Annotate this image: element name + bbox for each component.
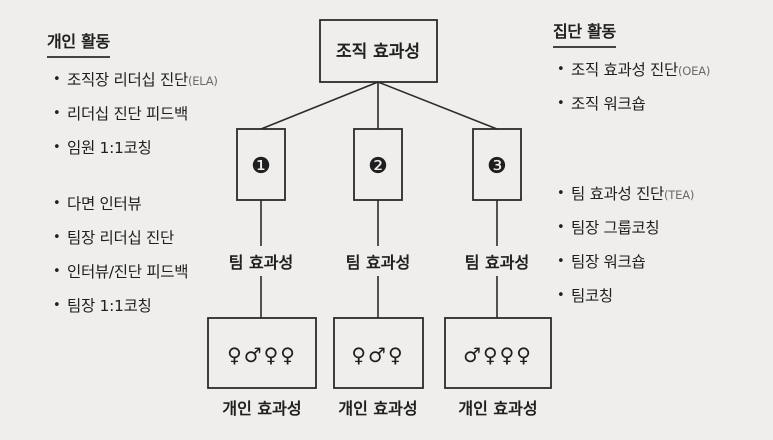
list-item: 팀코칭 [557,286,753,320]
list-item: 팀장 워크숍 [557,252,753,286]
list-item: 다면 인터뷰 [53,194,222,228]
individual-activities-list-1: 조직장 리더십 진단(ELA) 리더십 진단 피드백 임원 1:1코칭 [53,70,222,172]
team3-effectiveness-label: 팀 효과성 [465,253,529,272]
team1-box [236,128,286,201]
list-item: 팀 효과성 진단(TEA) [557,184,753,218]
team1-effectiveness-label: 팀 효과성 [229,253,293,272]
group-activities-list-1: 조직 효과성 진단(OEA) 조직 워크숍 [557,60,753,128]
list-item-text: 리더십 진단 피드백 [67,104,188,123]
connector-root-team1 [260,81,379,130]
team3-number: ❸ [487,154,507,179]
group-activities-panel: 집단 활동 조직 효과성 진단(OEA) 조직 워크숍 팀 효과성 진단(TEA… [553,18,753,320]
list-item-text: 다면 인터뷰 [67,194,142,213]
list-item-text: 팀장 그룹코칭 [571,218,660,237]
team1-individual-effectiveness-label: 개인 효과성 [222,399,301,418]
team3-members-icon: ♂♀♀♀ [463,343,533,367]
list-item: 리더십 진단 피드백 [53,104,222,138]
team1-number: ❶ [251,154,271,179]
list-item-text: 팀 효과성 진단 [571,184,665,203]
list-item-text: 팀장 1:1코칭 [67,296,152,315]
org-box [319,19,438,83]
list-item-text: 인터뷰/진단 피드백 [67,262,189,281]
team2-individual-effectiveness-label: 개인 효과성 [338,399,417,418]
team2-members-icon: ♀♂♀ [351,343,404,367]
team3-individuals-box [444,317,552,389]
list-item-text: 팀장 워크숍 [571,252,646,271]
individual-activities-panel: 개인 활동 조직장 리더십 진단(ELA) 리더십 진단 피드백 임원 1:1코… [47,28,222,330]
team1-members-icon: ♀♂♀♀ [227,343,297,367]
list-item: 임원 1:1코칭 [53,138,222,172]
list-item: 팀장 리더십 진단 [53,228,222,262]
group-activities-title: 집단 활동 [553,22,616,41]
list-item-text: 조직 효과성 진단 [571,60,678,79]
individual-activities-title: 개인 활동 [47,32,110,51]
individual-activities-heading: 개인 활동 [47,28,110,58]
list-item-suffix: (TEA) [664,187,695,202]
list-item-text: 조직장 리더십 진단 [67,70,188,89]
list-item: 조직 효과성 진단(OEA) [557,60,753,94]
list-item-suffix: (OEA) [677,63,711,78]
org-effectiveness-label: 조직 효과성 [336,42,420,62]
individual-activities-list-2: 다면 인터뷰 팀장 리더십 진단 인터뷰/진단 피드백 팀장 1:1코칭 [53,194,222,330]
team1-individuals-box [207,317,317,389]
heading-underline [553,46,616,48]
heading-underline [47,56,110,58]
team2-individuals-box [333,317,424,389]
team3-individual-effectiveness-label: 개인 효과성 [458,399,537,418]
connector-root-team3 [377,81,498,130]
list-item-text: 팀코칭 [571,286,613,305]
list-item-suffix: (ELA) [187,73,218,88]
list-item-text: 임원 1:1코칭 [67,138,152,157]
team3-box [472,128,522,201]
group-activities-list-2: 팀 효과성 진단(TEA) 팀장 그룹코칭 팀장 워크숍 팀코칭 [557,184,753,320]
list-item: 조직장 리더십 진단(ELA) [53,70,222,104]
team2-box [353,128,403,201]
list-item: 팀장 그룹코칭 [557,218,753,252]
list-item-text: 조직 워크숍 [571,94,646,113]
team2-number: ❷ [368,154,388,179]
list-item: 팀장 1:1코칭 [53,296,222,330]
list-item: 조직 워크숍 [557,94,753,128]
list-item-text: 팀장 리더십 진단 [67,228,174,247]
group-activities-heading: 집단 활동 [553,18,616,48]
team2-effectiveness-label: 팀 효과성 [346,253,410,272]
list-item: 인터뷰/진단 피드백 [53,262,222,296]
